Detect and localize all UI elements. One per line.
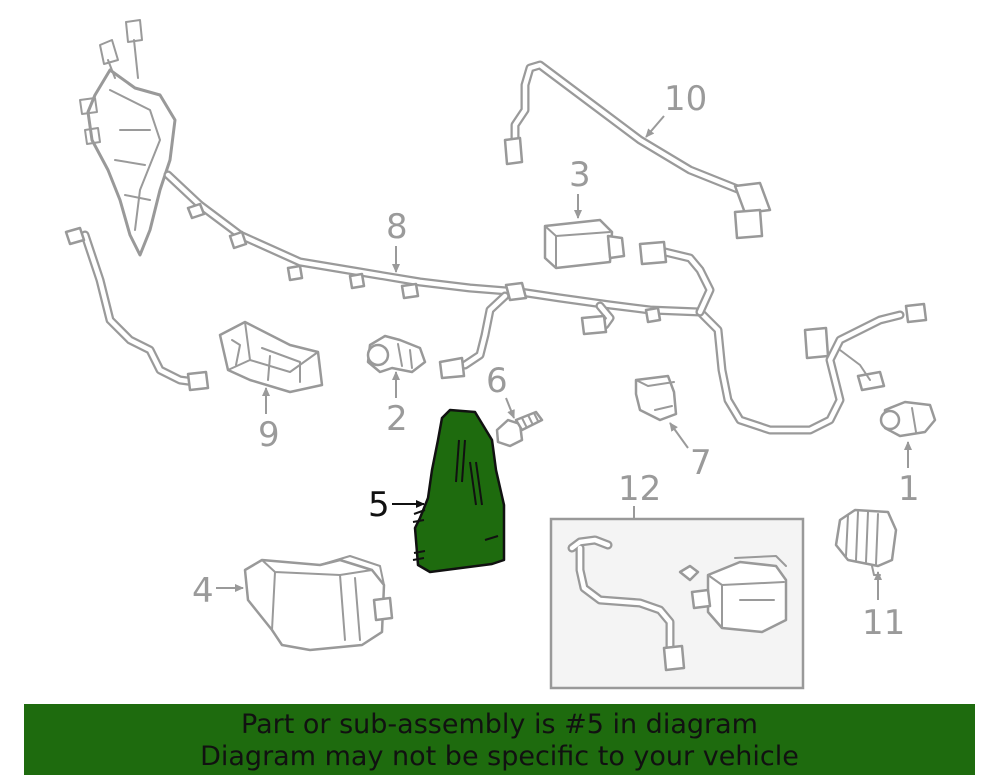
clip-bracket-part-7[interactable] [634,374,678,422]
control-module-part-3[interactable] [543,218,626,270]
kit-box-part-12[interactable] [549,517,805,690]
svg-text:3: 3 [569,155,591,195]
svg-text:4: 4 [192,571,214,611]
svg-text:12: 12 [618,469,661,509]
callout-7: 7 [669,422,712,483]
svg-text:1: 1 [898,469,920,509]
callout-1: 1 [898,441,920,509]
bolt-part-6[interactable] [495,410,544,448]
svg-text:6: 6 [486,361,508,401]
callout-6: 6 [486,361,515,419]
callout-8: 8 [386,207,408,273]
svg-text:10: 10 [664,79,707,119]
radar-module-part-4[interactable] [243,555,394,652]
callout-12: 12 [618,469,661,519]
callout-2: 2 [386,371,408,439]
sensor-bracket-part-9[interactable] [218,320,324,394]
svg-text:8: 8 [386,207,408,247]
svg-text:5: 5 [368,485,390,525]
part-notice-banner: Part or sub-assembly is #5 in diagram Di… [24,704,975,775]
bracket-part-5-highlighted[interactable] [412,408,506,574]
banner-line-2: Diagram may not be specific to your vehi… [200,741,799,772]
svg-text:7: 7 [690,443,712,483]
callout-11: 11 [862,571,905,643]
parking-sensor-part-1[interactable] [879,400,937,438]
sensor-housing-part-11[interactable] [834,508,898,576]
callout-10: 10 [645,79,707,138]
callout-4: 4 [192,571,244,611]
svg-text:11: 11 [862,603,905,643]
callout-3: 3 [569,155,591,219]
svg-text:9: 9 [258,415,280,455]
wiring-lead-part-10[interactable] [503,60,772,240]
callout-5: 5 [368,485,425,525]
svg-text:2: 2 [386,399,408,439]
banner-line-1: Part or sub-assembly is #5 in diagram [241,709,758,740]
wiring-harness-part-8[interactable] [64,19,928,435]
callout-9: 9 [258,387,280,455]
parts-diagram: 1 2 3 4 5 6 7 8 9 10 11 12 [64,19,937,690]
parking-sensor-part-2[interactable] [366,334,427,374]
